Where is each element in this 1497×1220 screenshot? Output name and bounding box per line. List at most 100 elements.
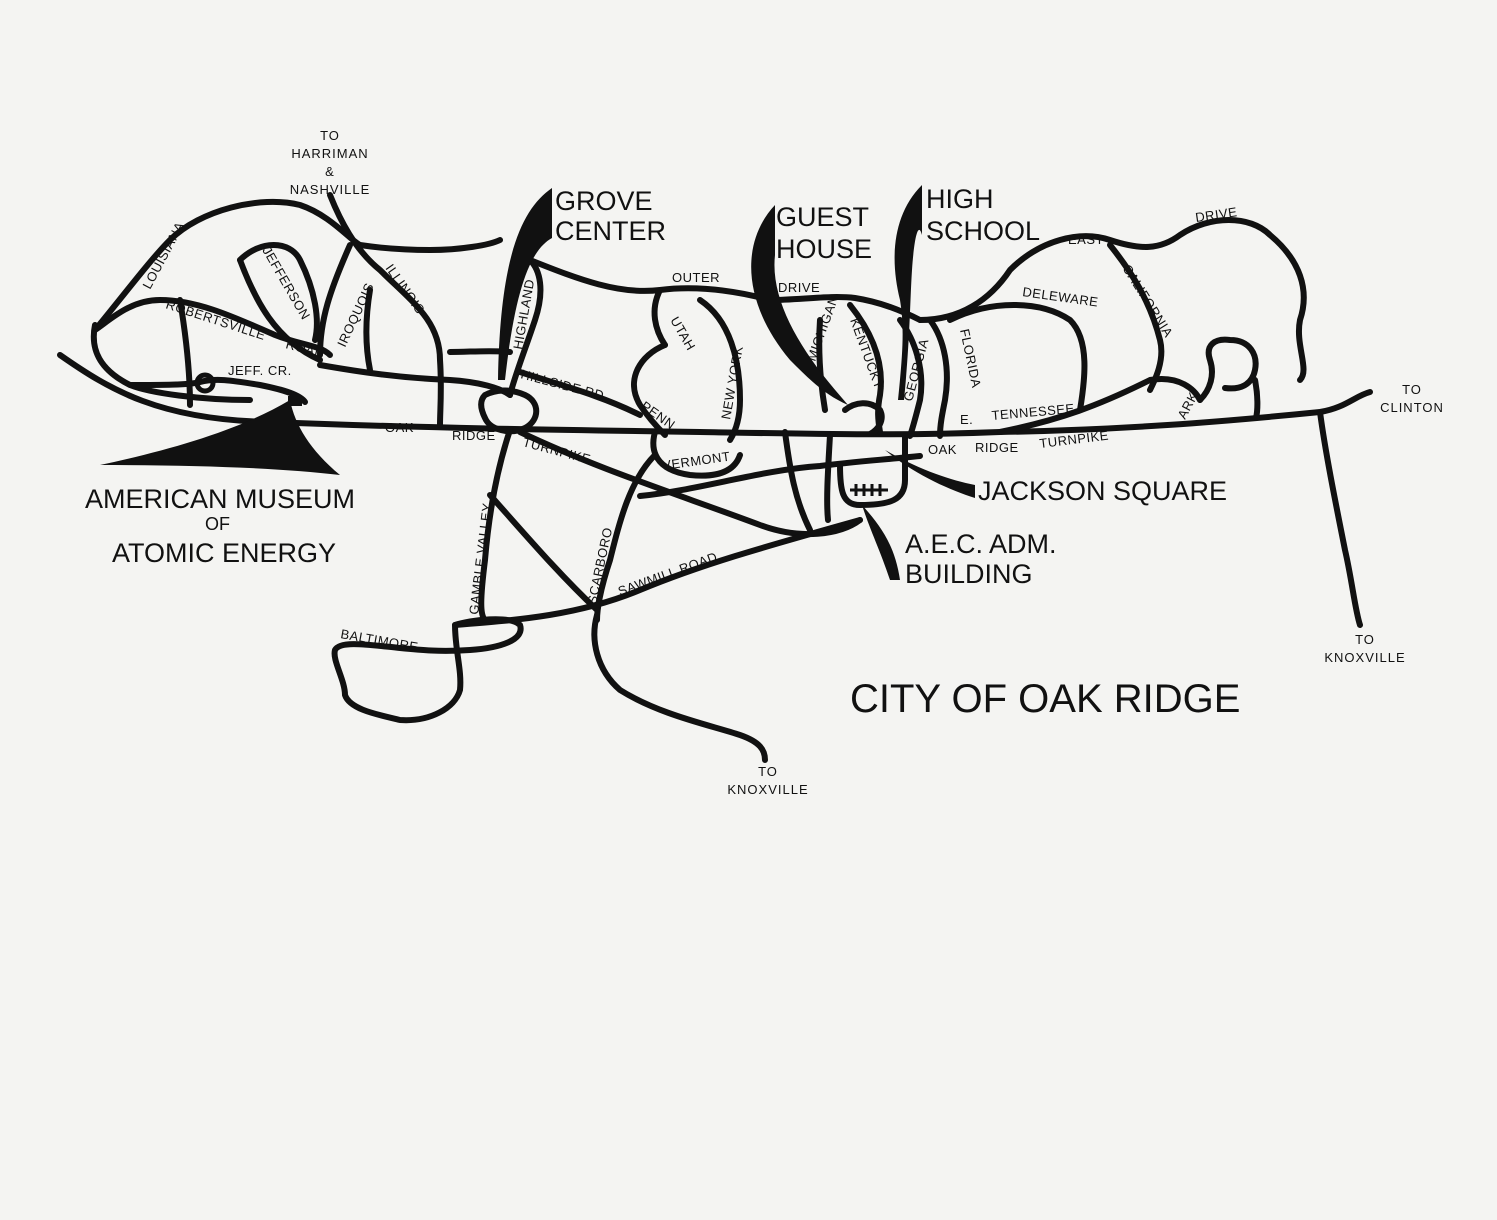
road-florida <box>927 317 950 439</box>
jackson-square-label: JACKSON SQUARE <box>978 476 1227 506</box>
road-to-knoxville-south <box>591 612 768 763</box>
grove-center-label-2: CENTER <box>555 216 666 246</box>
street-vermont: VERMONT <box>661 449 731 473</box>
street-baltimore: BALTIMORE <box>339 626 419 654</box>
knoxville-south-label-2: KNOXVILLE <box>727 782 808 797</box>
street-gamble-valley: GAMBLE VALLEY <box>466 502 495 615</box>
high-school-pointer <box>894 185 922 400</box>
street-louisiana: LOUISIANA <box>139 219 187 291</box>
road-grove-square <box>478 387 540 435</box>
street-drive-west: DRIVE <box>778 280 820 295</box>
museum-label-2: OF <box>205 514 230 534</box>
road-michigan-south <box>816 317 828 413</box>
guest-house-pointer <box>751 205 848 405</box>
road-central-v1 <box>782 429 813 533</box>
road-sawmill <box>452 517 863 628</box>
street-drive-east: DRIVE <box>1194 204 1238 225</box>
road-vermont <box>650 429 743 479</box>
museum-label-1: AMERICAN MUSEUM <box>85 484 355 514</box>
road-michigan <box>767 294 923 323</box>
harriman-label-1: TO <box>320 128 340 143</box>
road-new-york <box>697 297 743 443</box>
guest-house-label-1: GUEST <box>776 202 869 232</box>
road-lower-turnpike <box>517 429 863 537</box>
knoxville-east-label-1: TO <box>1355 632 1375 647</box>
road-iroquois-south <box>363 287 373 373</box>
aec-label-2: BUILDING <box>905 559 1033 589</box>
high-school-label-2: SCHOOL <box>926 216 1040 246</box>
harriman-label-4: NASHVILLE <box>290 182 371 197</box>
road-hillside <box>517 369 643 418</box>
street-east: EAST <box>1068 232 1104 247</box>
harriman-label-2: HARRIMAN <box>291 146 368 161</box>
circle-marker-icon <box>194 372 216 394</box>
grove-center-label-1: GROVE <box>555 186 653 216</box>
high-school-label-1: HIGH <box>926 184 994 214</box>
road-iroquois-illinois <box>317 242 353 358</box>
street-ridge-east: RIDGE <box>975 440 1019 455</box>
road-jefferson <box>237 242 320 343</box>
road-penn <box>631 342 668 438</box>
road-deleware <box>947 302 1088 413</box>
road-ark <box>1197 336 1259 403</box>
knoxville-south-label-1: TO <box>758 764 778 779</box>
road-guest-house <box>842 400 885 437</box>
road-jefferson-upper <box>237 257 323 363</box>
road-scarboro-diag <box>487 492 600 613</box>
street-ridge-west: RIDGE <box>452 428 496 443</box>
road-network <box>57 192 1373 763</box>
clinton-label-2: CLINTON <box>1380 400 1444 415</box>
road-outer-drive-west <box>527 257 773 303</box>
road-georgia <box>897 317 925 439</box>
clinton-label-1: TO <box>1402 382 1422 397</box>
road-connector-west <box>317 362 513 398</box>
guest-house-label-2: HOUSE <box>776 234 872 264</box>
road-robertsville-east <box>177 297 193 408</box>
road-california <box>1107 242 1165 393</box>
road-to-knoxville-east <box>1317 409 1363 628</box>
street-e: E. <box>960 412 973 427</box>
street-jeff-cr: JEFF. CR. <box>228 363 292 378</box>
road-to-harriman <box>327 192 444 428</box>
street-tennessee: TENNESSEE <box>991 401 1075 423</box>
aec-building-icon <box>850 484 888 496</box>
road-central-block <box>837 433 908 508</box>
street-florida: FLORIDA <box>957 328 984 390</box>
knoxville-east-label-2: KNOXVILLE <box>1324 650 1405 665</box>
road-jeff-cr <box>127 376 308 405</box>
street-outer: OUTER <box>672 270 720 285</box>
road-louisiana <box>92 198 363 333</box>
street-utah: UTAH <box>667 314 698 353</box>
museum-label-3: ATOMIC ENERGY <box>112 538 336 568</box>
museum-marker-icon <box>288 396 302 406</box>
road-e-tennessee <box>997 376 1203 435</box>
road-oak-ridge-turnpike <box>57 352 1373 438</box>
street-turnpike-west: TURNPIKE <box>521 434 592 467</box>
map-title: CITY OF OAK RIDGE <box>850 677 1240 721</box>
street-oak-west: OAK <box>385 420 414 435</box>
street-michigan: MICHIGAN <box>804 293 842 363</box>
road-central-v2 <box>824 432 833 523</box>
road-outer-drive-east <box>917 217 1307 383</box>
map-markers <box>194 372 888 496</box>
jackson-square-pointer <box>885 450 975 498</box>
destination-labels: TO HARRIMAN & NASHVILLE TO CLINTON TO KN… <box>290 128 1444 797</box>
road-baltimore <box>331 616 524 724</box>
grove-center-pointer <box>498 188 552 380</box>
road-iroquois <box>357 237 503 253</box>
aec-pointer <box>862 505 900 580</box>
landmark-pointers <box>100 185 975 580</box>
street-california: CALIFORNIA <box>1119 262 1176 340</box>
street-robertsville: ROBERTSVILLE <box>164 297 268 343</box>
street-iroquois: IROQUOIS <box>334 280 377 349</box>
road-ark-loop <box>1252 377 1261 421</box>
road-robertsville <box>92 297 333 358</box>
aec-label-1: A.E.C. ADM. <box>905 529 1057 559</box>
street-illinois: ILLINOIS <box>383 261 428 317</box>
road-gamble-valley <box>478 427 513 623</box>
street-oak-east: OAK <box>928 442 957 457</box>
museum-pointer <box>100 400 340 475</box>
road-turnpike-connector <box>637 453 923 499</box>
road-highland <box>507 257 544 398</box>
